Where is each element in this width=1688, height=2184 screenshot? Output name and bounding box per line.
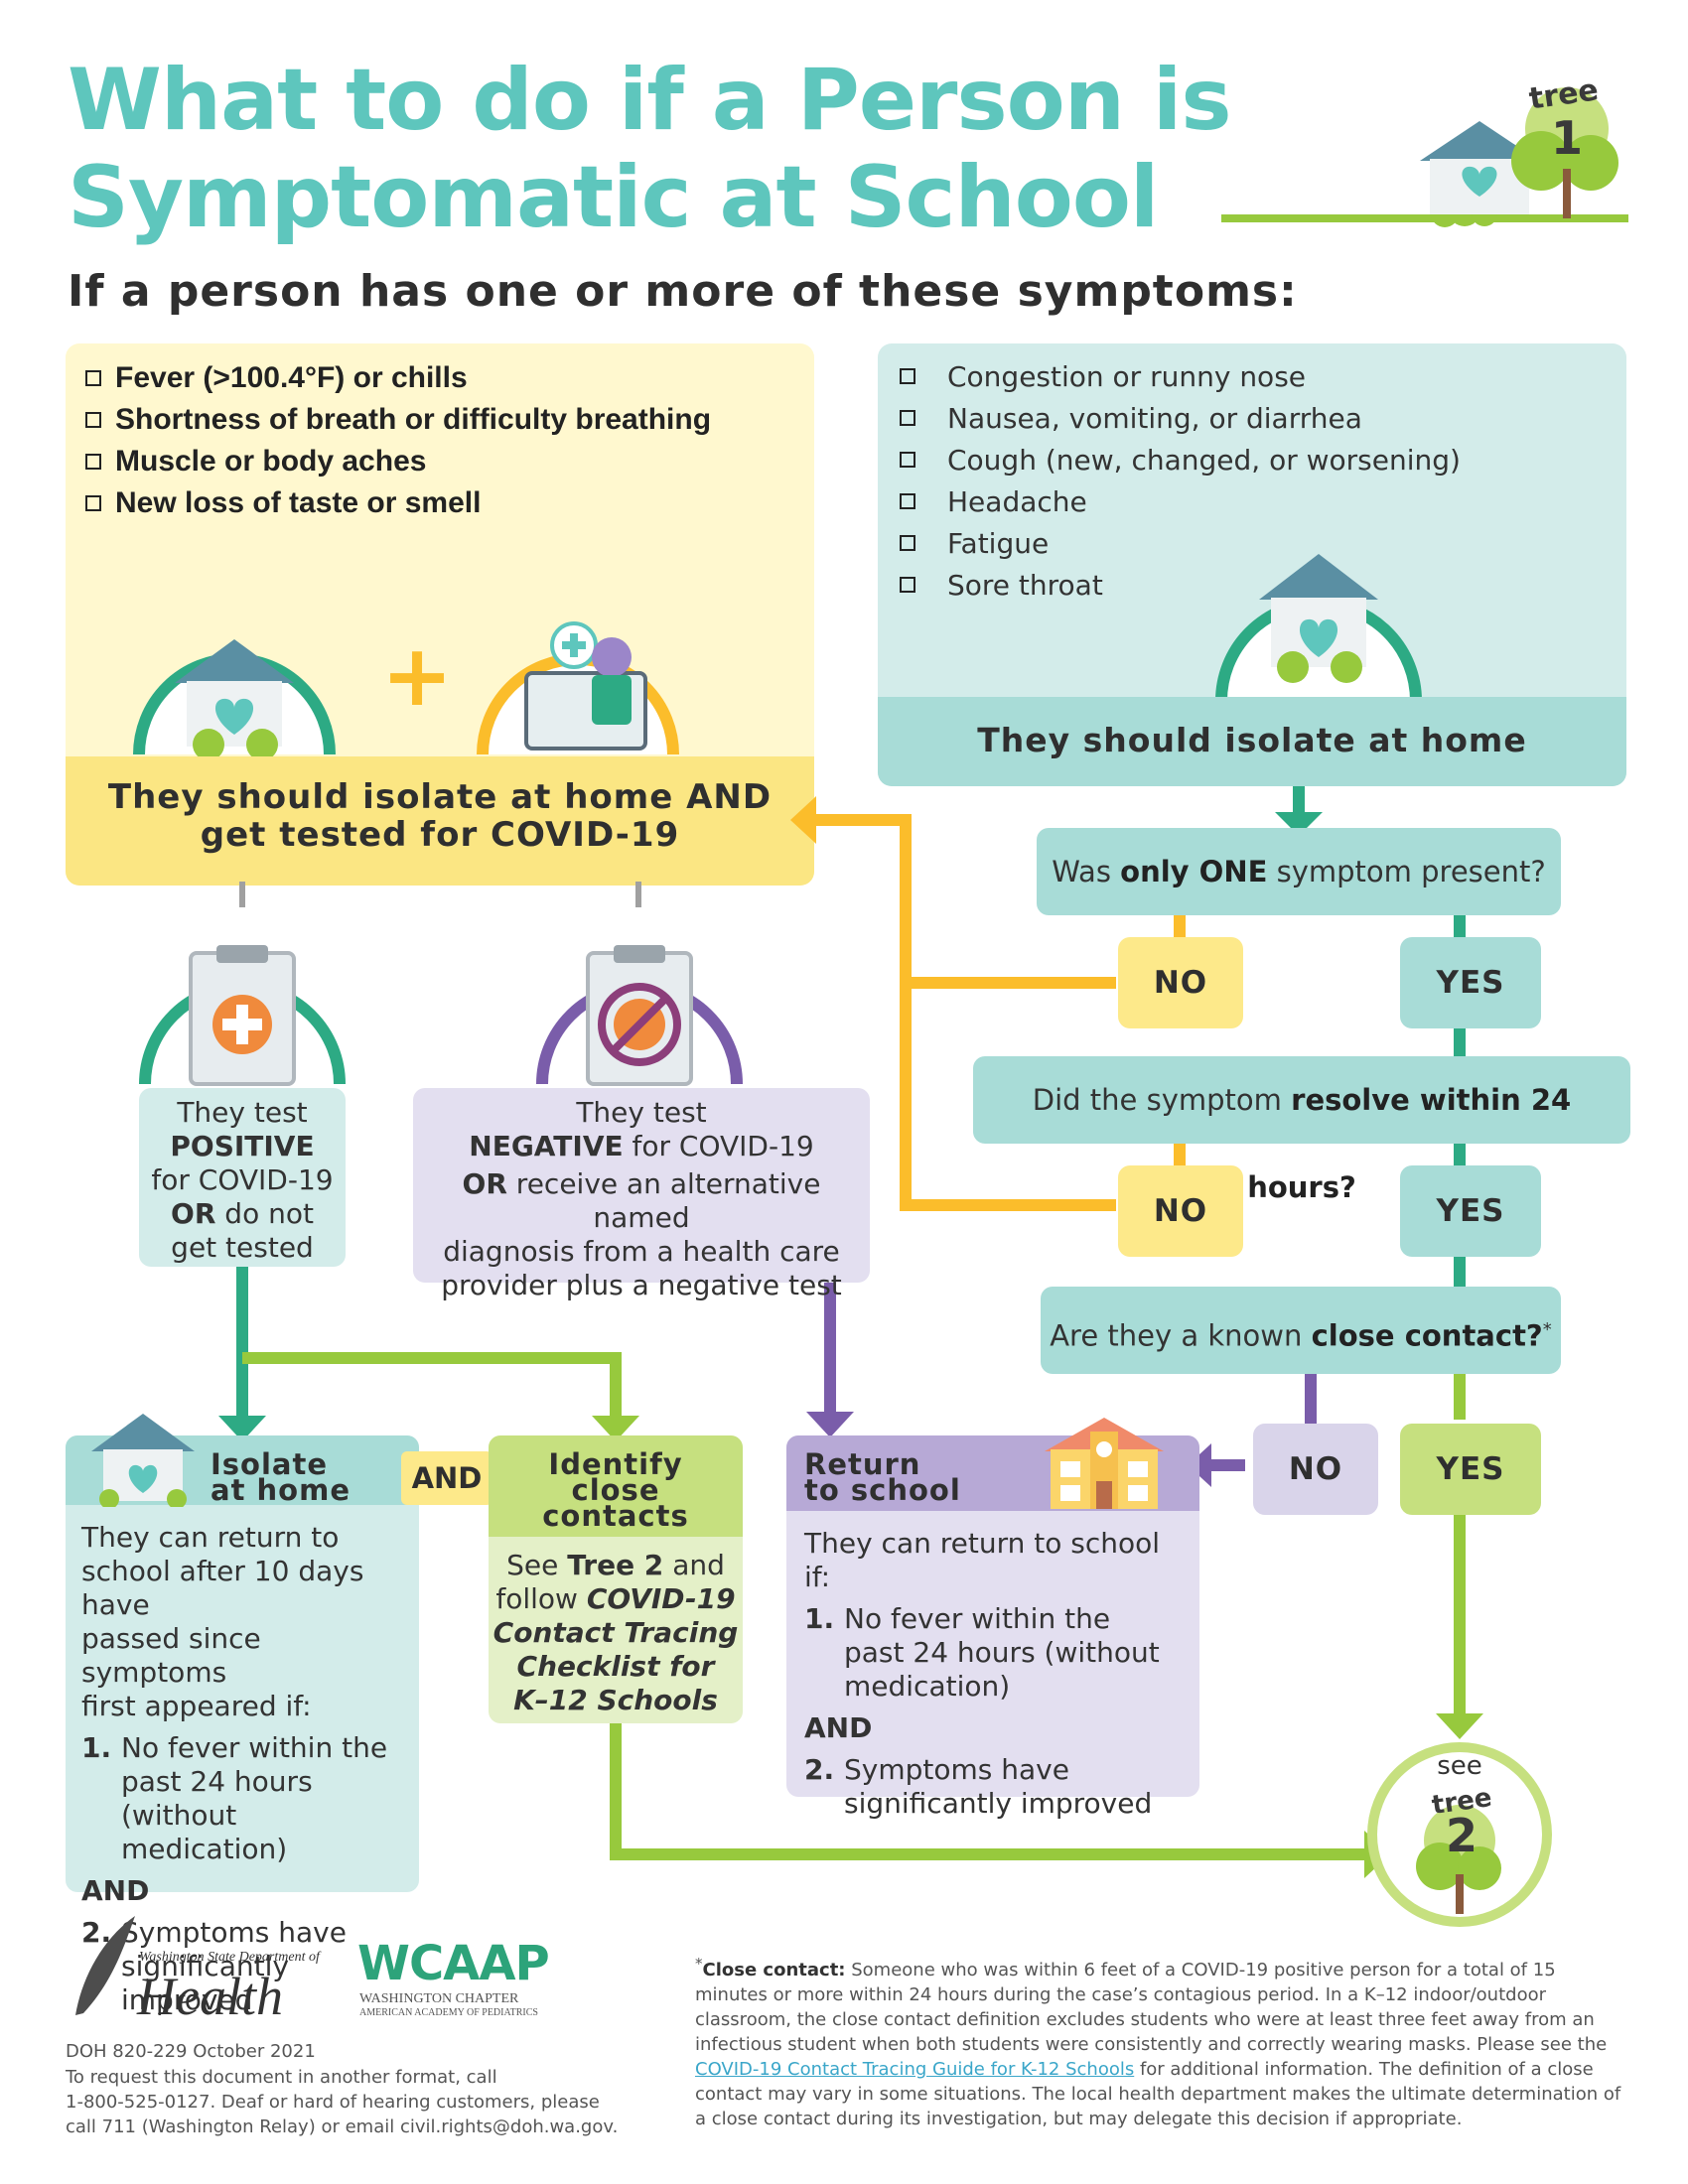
secondary-symptoms-list: Congestion or runny nose Nausea, vomitin… <box>900 355 1461 606</box>
isolate-card-title: Isolate at home <box>211 1447 351 1507</box>
identify-card-body: See Tree 2 and follow COVID-19 Contact T… <box>492 1549 739 1716</box>
checkbox-icon <box>900 368 915 384</box>
checkbox-icon <box>85 370 101 386</box>
list-item: Headache <box>900 480 1461 522</box>
answer-no-1: NO <box>1118 937 1243 1028</box>
list-item: Fever (>100.4°F) or chills <box>85 357 711 399</box>
title-line-2: Symptomatic at School <box>68 148 1159 247</box>
page-title: What to do if a Person is Symptomatic at… <box>68 51 1232 247</box>
virus-positive-icon <box>139 945 346 1086</box>
tree1-house-icon <box>1221 87 1628 227</box>
checkbox-icon <box>900 452 915 468</box>
isolate-house-icon <box>1215 554 1422 702</box>
primary-symptoms-list: Fever (>100.4°F) or chills Shortness of … <box>85 357 711 524</box>
title-line-1: What to do if a Person is <box>68 51 1232 150</box>
isolate-card-body: They can return to school after 10 days … <box>81 1521 388 2016</box>
plus-sign: + <box>381 626 453 726</box>
list-item: Shortness of breath or difficulty breath… <box>85 399 711 441</box>
list-item: Congestion or runny nose <box>900 355 1461 397</box>
list-item: Nausea, vomiting, or diarrhea <box>900 397 1461 439</box>
return-card-body: They can return to school if: 1. No feve… <box>804 1527 1161 1820</box>
isolate-and-test-icons: + <box>133 621 679 760</box>
doh-small-text: Washington State Department of <box>139 1950 320 1965</box>
tree1-number: 1 <box>1551 111 1584 165</box>
checkbox-icon <box>85 412 101 428</box>
test-instruction-banner: They should isolate at home AND get test… <box>66 756 814 886</box>
checkbox-icon <box>900 535 915 551</box>
answer-yes-1: YES <box>1400 937 1541 1028</box>
symptoms-heading: If a person has one or more of these sym… <box>68 266 1298 317</box>
wcaap-sub-1: WASHINGTON CHAPTER <box>359 1991 519 2006</box>
doc-id: DOH 820-229 October 2021 <box>66 2041 316 2062</box>
contact-tracing-guide-link[interactable]: COVID-19 Contact Tracing Guide for K-12 … <box>695 2059 1135 2080</box>
checkbox-icon <box>85 495 101 511</box>
result-positive-box: They test POSITIVE for COVID-19 OR do no… <box>139 1088 346 1267</box>
doh-logo-text: Health <box>137 1967 283 2026</box>
answer-no-3: NO <box>1253 1424 1378 1515</box>
school-icon <box>1045 1418 1164 1509</box>
identify-card-header <box>489 1435 743 1537</box>
isolate-instruction-banner: They should isolate at home <box>878 697 1626 786</box>
request-format-text: To request this document in another form… <box>66 2067 619 2137</box>
checkbox-icon <box>900 577 915 593</box>
question-resolved: Did the symptom resolve within 24 hours? <box>973 1056 1630 1204</box>
close-contact-footnote: *Close contact: Someone who was within 6… <box>695 1955 1621 2129</box>
return-card-title: Return to school <box>804 1447 961 1507</box>
tree2-circle-icon <box>1367 1742 1552 1927</box>
tree2-number: 2 <box>1446 1809 1478 1862</box>
list-item: Fatigue <box>900 522 1461 564</box>
wcaap-logo: WCAAP <box>357 1936 550 1991</box>
list-item: New loss of taste or smell <box>85 482 711 524</box>
doh-feather-icon <box>75 1916 135 2015</box>
and-tag: AND <box>401 1451 492 1505</box>
isolate-card <box>66 1435 419 1892</box>
answer-yes-3: YES <box>1400 1424 1541 1515</box>
answer-no-2: NO <box>1118 1165 1243 1257</box>
list-item: Muscle or body aches <box>85 441 711 482</box>
see-label: see <box>1437 1751 1482 1781</box>
house-icon <box>91 1414 195 1507</box>
checkbox-icon <box>85 454 101 470</box>
question-one-symptom: Was only ONE symptom present? <box>1037 828 1561 915</box>
question-close-contact: Are they a known close contact?* <box>1041 1287 1561 1374</box>
checkbox-icon <box>900 410 915 426</box>
answer-yes-2: YES <box>1400 1165 1541 1257</box>
checkbox-icon <box>900 493 915 509</box>
wcaap-sub-2: AMERICAN ACADEMY OF PEDIATRICS <box>359 2007 538 2018</box>
virus-negative-icon <box>536 945 743 1086</box>
result-negative-box: They test NEGATIVE for COVID-19 OR recei… <box>413 1088 870 1301</box>
list-item: Cough (new, changed, or worsening) <box>900 439 1461 480</box>
list-item: Sore throat <box>900 564 1461 606</box>
identify-card-title: Identify close contacts <box>542 1447 689 1533</box>
